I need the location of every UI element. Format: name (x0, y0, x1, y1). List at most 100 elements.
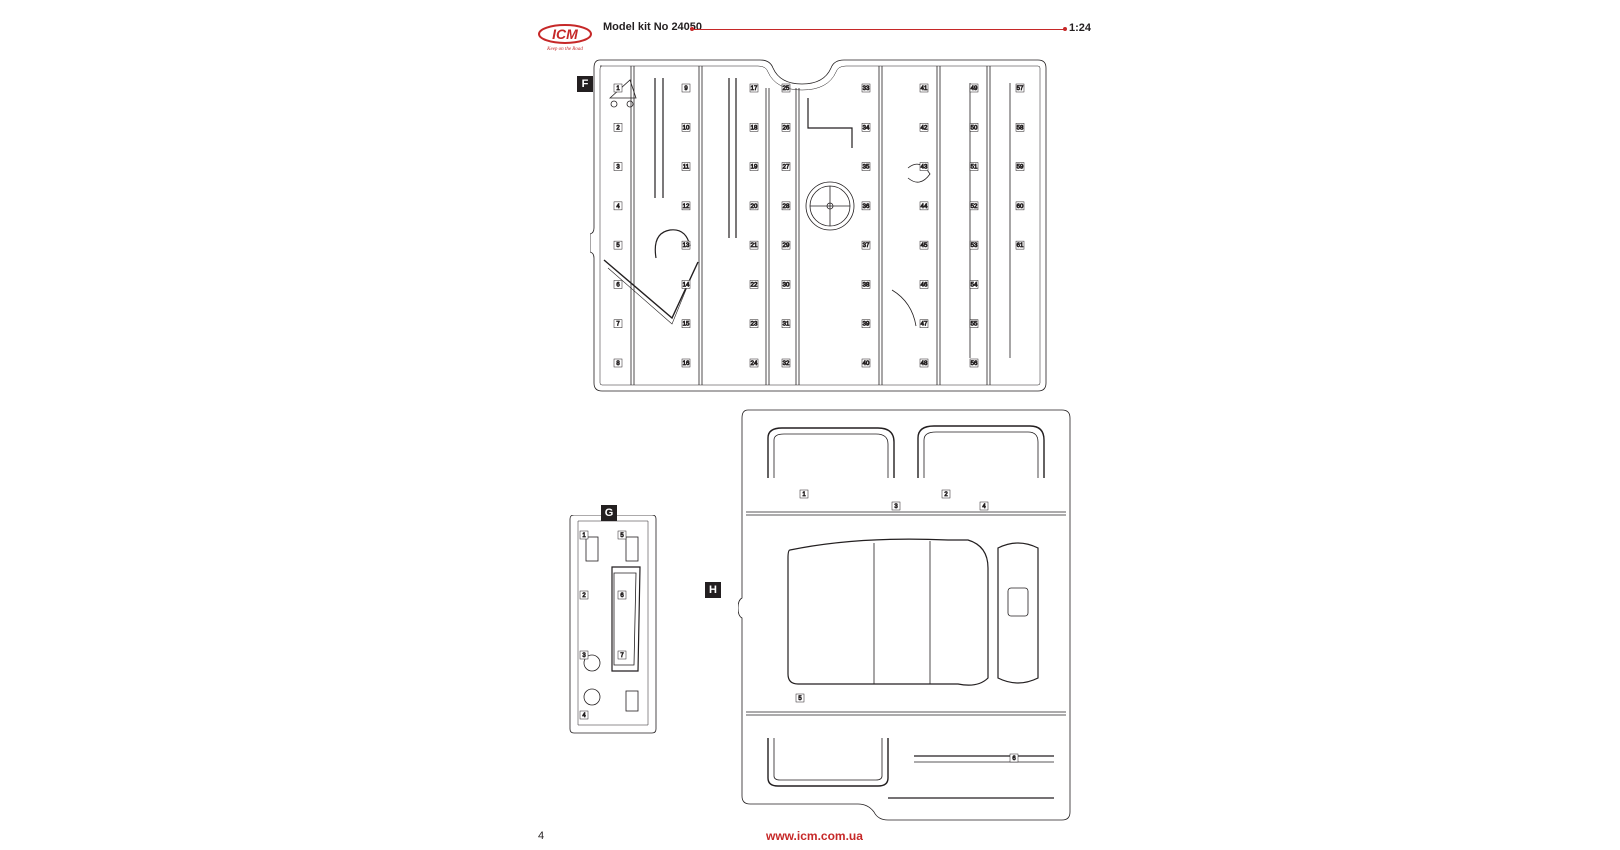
svg-text:49: 49 (971, 86, 978, 92)
part-number-tag: 2 (613, 123, 623, 132)
part-number-tag: 54 (969, 280, 978, 289)
part-number-tag: 57 (1015, 83, 1024, 92)
part-number-tag: 38 (861, 280, 870, 289)
part-number-tag: 4 (579, 710, 589, 719)
part-number-tag: 58 (1015, 123, 1024, 132)
part-number-tag: 45 (919, 240, 928, 250)
part-number-tag: 7 (617, 650, 627, 659)
part-number-tag: 26 (781, 123, 790, 132)
part-number-tag: 25 (781, 83, 790, 92)
part-number-tag: 31 (781, 319, 790, 328)
svg-text:11: 11 (683, 165, 690, 171)
logo-tagline: Keep on the Road (546, 47, 583, 52)
part-number-tag: 56 (969, 358, 978, 367)
svg-text:54: 54 (971, 282, 978, 288)
svg-text:12: 12 (683, 204, 690, 210)
part-number-tag: 14 (681, 280, 690, 289)
svg-text:2: 2 (616, 125, 620, 131)
part-number-tag: 24 (749, 358, 758, 367)
svg-text:28: 28 (783, 204, 790, 210)
part-number-tag: 4 (979, 501, 989, 510)
svg-text:22: 22 (751, 282, 758, 288)
svg-text:40: 40 (863, 361, 870, 367)
svg-text:13: 13 (683, 243, 690, 249)
model-kit-title: Model kit No 24050 (603, 21, 703, 33)
part-number-tag: 27 (781, 162, 790, 171)
part-number-tag: 7 (613, 319, 623, 328)
svg-text:35: 35 (863, 165, 870, 171)
svg-text:24: 24 (751, 361, 758, 367)
svg-text:3: 3 (894, 504, 898, 510)
part-number-tag: 43 (919, 162, 928, 171)
sprue-f-label: F (577, 76, 593, 92)
svg-text:25: 25 (783, 86, 790, 92)
svg-text:1: 1 (616, 86, 620, 92)
part-number-tag: 47 (919, 319, 928, 328)
svg-text:5: 5 (620, 533, 624, 539)
svg-text:1: 1 (582, 533, 586, 539)
svg-text:21: 21 (751, 243, 758, 249)
svg-text:44: 44 (921, 204, 928, 210)
svg-text:6: 6 (620, 593, 624, 599)
svg-text:31: 31 (783, 322, 790, 328)
svg-text:20: 20 (751, 204, 758, 210)
part-number-tag: 40 (861, 358, 870, 367)
svg-text:2: 2 (944, 492, 948, 498)
part-number-tag: 16 (681, 358, 690, 367)
svg-text:3: 3 (616, 165, 620, 171)
part-number-tag: 49 (969, 83, 978, 92)
svg-text:59: 59 (1017, 165, 1024, 171)
page-header: ICM Keep on the Road Model kit No 24050 … (0, 0, 1620, 60)
svg-text:2: 2 (582, 593, 586, 599)
logo-text: ICM (552, 26, 578, 42)
part-number-tag: 41 (919, 83, 928, 92)
svg-text:3: 3 (582, 653, 586, 659)
svg-text:33: 33 (863, 86, 870, 92)
part-number-tag: 5 (617, 530, 627, 539)
part-number-tag: 17 (749, 83, 758, 92)
part-number-tag: 8 (613, 358, 623, 367)
svg-text:55: 55 (971, 322, 978, 328)
svg-text:5: 5 (798, 696, 802, 702)
part-number-tag: 3 (579, 650, 589, 659)
part-number-tag: 36 (861, 201, 870, 210)
svg-text:41: 41 (921, 86, 928, 92)
svg-text:50: 50 (971, 125, 978, 131)
part-number-tag: 52 (969, 201, 978, 210)
part-number-tag: 11 (681, 162, 691, 171)
svg-text:61: 61 (1017, 243, 1024, 249)
part-number-tag: 6 (613, 280, 623, 289)
part-number-tag: 19 (749, 162, 758, 171)
part-number-tag: 9 (681, 83, 691, 92)
part-number-tag: 5 (613, 240, 623, 250)
part-number-tag: 46 (919, 280, 928, 289)
part-number-tag: 3 (891, 501, 901, 510)
part-number-tag: 2 (579, 590, 589, 599)
part-number-tag: 6 (617, 590, 627, 599)
part-number-tag: 51 (969, 162, 978, 171)
part-number-tag: 15 (681, 319, 690, 328)
svg-text:4: 4 (582, 713, 586, 719)
svg-text:52: 52 (971, 204, 978, 210)
part-number-tag: 1 (579, 530, 589, 539)
part-number-tag: 12 (681, 201, 690, 210)
svg-text:29: 29 (783, 243, 790, 249)
part-number-tag: 28 (781, 201, 790, 210)
svg-text:6: 6 (616, 282, 620, 288)
svg-text:43: 43 (921, 165, 928, 171)
part-number-tag: 33 (861, 83, 870, 92)
svg-text:1: 1 (802, 492, 806, 498)
svg-text:42: 42 (921, 125, 928, 131)
part-number-tag: 50 (969, 123, 978, 132)
svg-text:5: 5 (616, 243, 620, 249)
part-number-tag: 29 (781, 240, 790, 250)
page-number: 4 (538, 830, 545, 842)
part-number-tag: 48 (919, 358, 928, 367)
part-number-tag: 34 (861, 123, 870, 132)
website-link[interactable]: www.icm.com.ua (766, 829, 863, 843)
svg-text:56: 56 (971, 361, 978, 367)
svg-text:4: 4 (616, 204, 620, 210)
svg-text:17: 17 (751, 86, 758, 92)
